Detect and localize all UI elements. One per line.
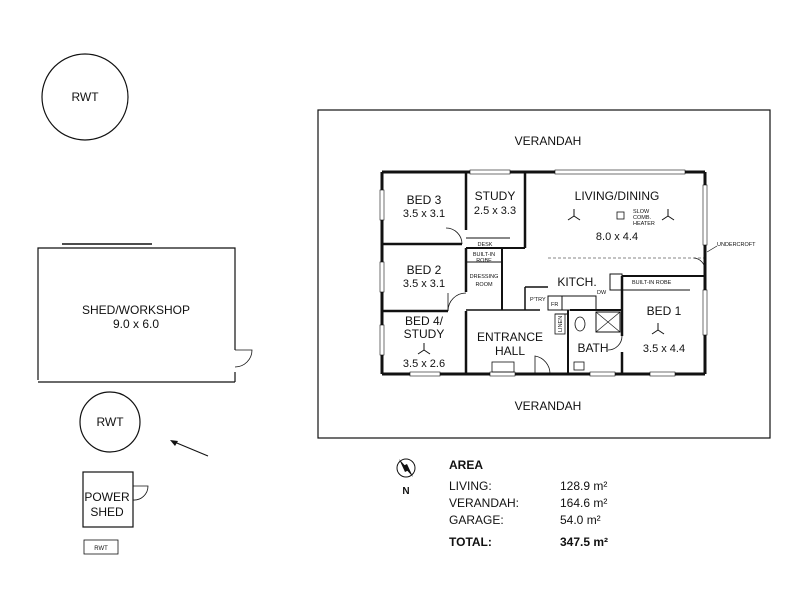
area-row-value: 54.0 m² [560, 513, 601, 527]
builtin-label: BUILT-IN [473, 252, 495, 258]
bed2-name: BED 2 [407, 263, 442, 277]
power-shed: POWER SHED RWT [82, 471, 149, 555]
dressing-label-1: DRESSING [470, 274, 499, 280]
area-row-value: 128.9 m² [560, 479, 607, 493]
dressing-label-2: ROOM [475, 282, 493, 288]
power-shed-line1: POWER [84, 490, 130, 504]
shed-dims: 9.0 x 6.0 [113, 317, 159, 331]
room-labels: BED 3 3.5 x 3.1 STUDY 2.5 x 3.3 LIVING/D… [403, 189, 685, 370]
dishwasher-label: DW [597, 290, 607, 296]
verandah-outline [317, 109, 771, 439]
heater-label-2: COMB. [633, 215, 652, 221]
shed-workshop: SHED/WORKSHOP 9.0 x 6.0 [37, 243, 253, 383]
verandah-bottom-label: VERANDAH [515, 399, 582, 413]
bath-name: BATH [577, 341, 608, 355]
area-row-label: VERANDAH: [449, 496, 519, 510]
bed1-dims: 3.5 x 4.4 [643, 343, 685, 355]
rwt-top-label: RWT [71, 90, 99, 104]
builtin-robe-label: BUILT-IN ROBE [632, 280, 672, 286]
area-table: AREA LIVING: 128.9 m² VERANDAH: 164.6 m²… [449, 458, 608, 549]
interior-walls [382, 172, 718, 375]
rwt-small-label: RWT [94, 546, 108, 552]
pantry-label: P'TRY [530, 297, 546, 303]
entrance-name1: ENTRANCE [477, 330, 543, 344]
area-total-label: TOTAL: [449, 535, 492, 549]
kitchen-name: KITCH. [557, 275, 596, 289]
rwt-tank-left: RWT [79, 391, 141, 453]
bed3-dims: 3.5 x 3.1 [403, 208, 445, 220]
living-name: LIVING/DINING [575, 189, 660, 203]
bed3-name: BED 3 [407, 193, 442, 207]
area-row-value: 164.6 m² [560, 496, 607, 510]
small-annotations: DESK BUILT-IN ROBE DRESSING ROOM SLOW CO… [470, 209, 757, 332]
area-total-value: 347.5 m² [560, 535, 608, 549]
living-dims: 8.0 x 4.4 [596, 231, 638, 243]
area-row-label: GARAGE: [449, 513, 504, 527]
power-shed-line2: SHED [90, 505, 124, 519]
windows [379, 169, 708, 377]
undercroft-label: UNDERCROFT [717, 242, 756, 248]
bed2-dims: 3.5 x 3.1 [403, 278, 445, 290]
north-compass-icon: N [396, 458, 416, 497]
study-name: STUDY [475, 189, 516, 203]
rwt-tank-top: RWT [41, 53, 129, 141]
robe-label: ROBE [476, 258, 492, 264]
shed-title: SHED/WORKSHOP [82, 303, 190, 317]
direction-arrow [170, 440, 209, 457]
verandah-top-label: VERANDAH [515, 134, 582, 148]
ceiling-fan-icons [417, 209, 675, 355]
bed4-name2: STUDY [404, 327, 445, 341]
compass-label: N [402, 486, 409, 497]
heater-label-3: HEATER [633, 221, 655, 227]
bed4-dims: 3.5 x 2.6 [403, 358, 445, 370]
study-dims: 2.5 x 3.3 [474, 205, 516, 217]
fridge-label: FR [551, 302, 558, 308]
rwt-left-label: RWT [96, 415, 124, 429]
bed4-name1: BED 4/ [405, 314, 444, 328]
entrance-name2: HALL [495, 344, 525, 358]
area-row-label: LIVING: [449, 479, 492, 493]
area-heading: AREA [449, 458, 483, 472]
bed1-name: BED 1 [647, 304, 682, 318]
heater-label-1: SLOW [633, 209, 650, 215]
desk-label: DESK [478, 242, 493, 248]
linen-label: LINEN [558, 316, 564, 332]
